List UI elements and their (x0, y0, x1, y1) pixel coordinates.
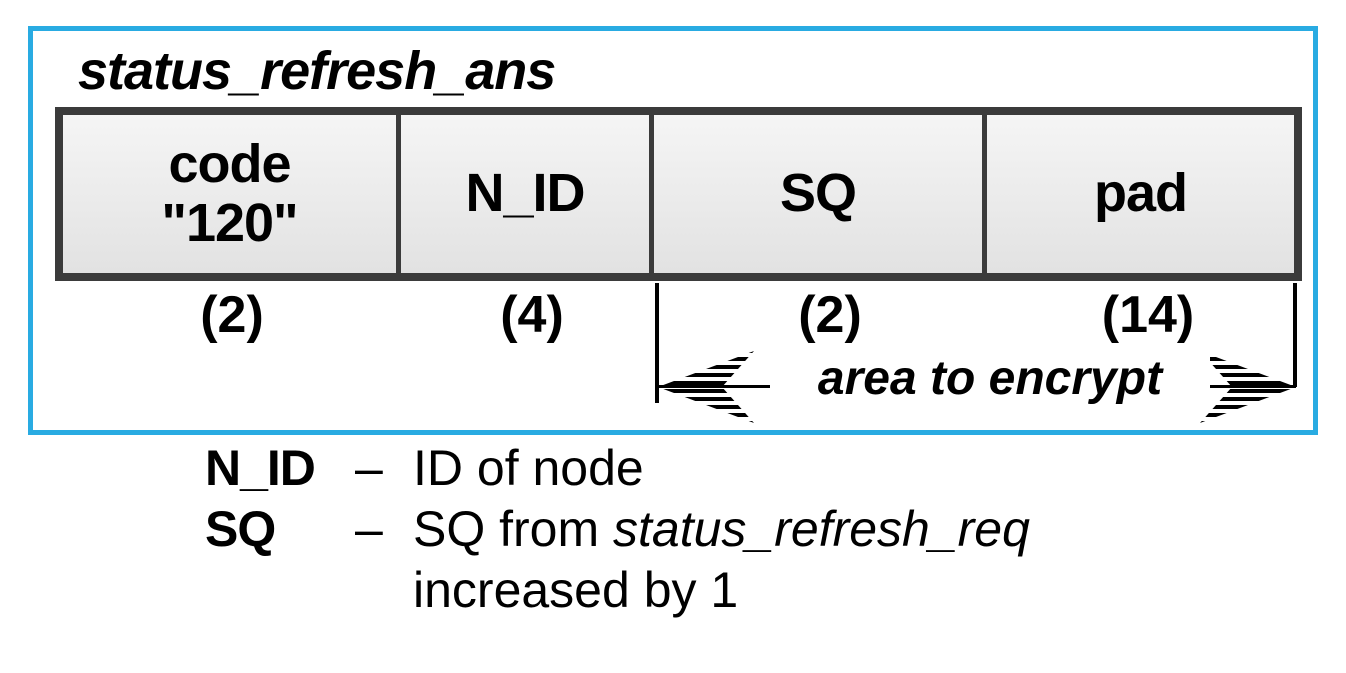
legend-row-sq: SQ – SQ from status_refresh_req (205, 499, 1030, 560)
field-code-value: "120" (161, 193, 298, 253)
legend-term-empty (205, 560, 355, 621)
legend-definition-sq: SQ from status_refresh_req (413, 499, 1030, 560)
field-sq-size: (2) (798, 286, 862, 344)
field-code-label: code (168, 133, 291, 194)
legend-definition-sq-message-name: status_refresh_req (613, 501, 1030, 557)
packet-field-sq: SQ (654, 115, 987, 273)
legend-term-sq: SQ (205, 501, 276, 557)
legend-row-sq-cont: increased by 1 (205, 560, 1030, 621)
field-sq-label: SQ (779, 163, 857, 224)
encrypt-area-left-tick (655, 283, 659, 403)
field-pad-size: (14) (1101, 286, 1195, 344)
packet-field-code: code "120" (63, 115, 401, 273)
legend: N_ID – ID of node SQ – SQ from status_re… (205, 438, 1030, 621)
encrypt-line-left (658, 385, 792, 388)
legend-dash: – (355, 440, 383, 496)
field-nid-label: N_ID (465, 163, 585, 224)
packet-field-nid: N_ID (401, 115, 654, 273)
packet-title: status_refresh_ans (78, 41, 556, 101)
encrypt-arrow-right-icon (1200, 351, 1296, 423)
legend-dash-empty (355, 560, 413, 621)
encrypt-area-right-tick (1293, 283, 1297, 387)
legend-definition-sq-prefix: SQ from (413, 501, 614, 557)
encrypt-line-right (1164, 385, 1296, 388)
field-nid-size: (4) (500, 286, 564, 344)
encrypt-arrow-left-icon (658, 351, 754, 423)
legend-definition-sq-continuation: increased by 1 (413, 562, 739, 618)
legend-row-nid: N_ID – ID of node (205, 438, 1030, 499)
field-code-size: (2) (200, 286, 264, 344)
legend-definition-nid: ID of node (413, 440, 644, 496)
field-pad-label: pad (1093, 163, 1188, 224)
legend-dash: – (355, 501, 383, 557)
encrypt-area-label: area to encrypt (770, 351, 1210, 406)
legend-term-nid: N_ID (205, 440, 316, 496)
packet-field-pad: pad (987, 115, 1294, 273)
packet-table: code "120" N_ID SQ pad (55, 107, 1302, 281)
